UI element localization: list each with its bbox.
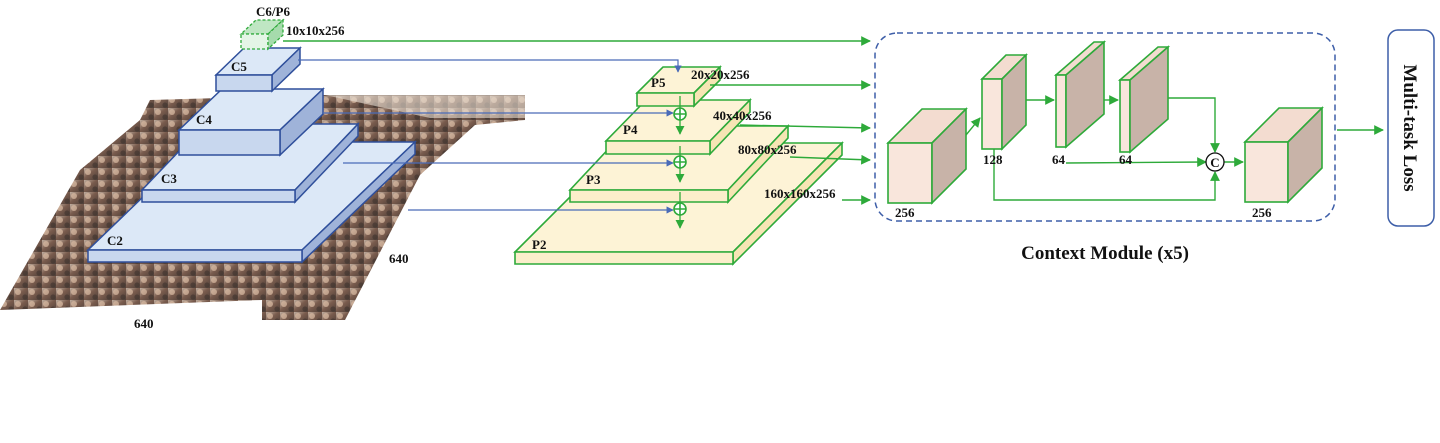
svg-text:C: C (1210, 155, 1219, 170)
label-ctx-out: 256 (1252, 205, 1272, 220)
backbone-pyramid (86, 18, 417, 264)
label-p2-size: 160x160x256 (764, 186, 836, 201)
label-p5-size: 20x20x256 (691, 67, 750, 82)
labels: C6/P6 10x10x256 C5 C4 C3 C2 640 640 P5 P… (107, 4, 1272, 331)
context-internal-arrows (965, 95, 1244, 201)
plus-circle-icon (673, 202, 687, 216)
ctx-branch-64a-cube (1053, 40, 1107, 149)
context-module-border (874, 32, 1336, 222)
label-ctx-64a: 64 (1052, 152, 1066, 167)
label-c6p6: C6/P6 (256, 4, 290, 19)
concat-circle-icon: C (1205, 152, 1225, 172)
label-c2: C2 (107, 233, 123, 248)
lateral-c5-p5 (298, 59, 682, 73)
ctx-branch-128-cube (980, 53, 1028, 151)
arrow-p4-context (739, 122, 871, 133)
plus-circle-icon (673, 155, 687, 169)
label-p4-size: 40x40x256 (713, 108, 772, 123)
label-p4: P4 (623, 122, 638, 137)
label-p5: P5 (651, 75, 666, 90)
label-c3: C3 (161, 171, 177, 186)
context-module: C (874, 32, 1336, 222)
c4-block (177, 87, 325, 157)
label-ctx-in: 256 (895, 205, 915, 220)
label-input-height: 640 (134, 316, 154, 331)
plus-circle-icon (673, 107, 687, 121)
fpn-to-context-arrows (283, 36, 871, 205)
label-p2: P2 (532, 237, 546, 252)
lateral-connections (298, 59, 682, 214)
arrow-p3-context (789, 154, 871, 165)
label-p3-size: 80x80x256 (738, 142, 797, 157)
ctx-output-cube (1243, 106, 1324, 204)
c5-block (214, 46, 302, 93)
context-module-title: Context Module (x5) (1021, 243, 1189, 264)
p4-block (604, 98, 752, 156)
multi-task-loss-box: Multi-task Loss (1387, 29, 1435, 227)
label-c4: C4 (196, 112, 212, 127)
label-p3: P3 (586, 172, 601, 187)
label-c5: C5 (231, 59, 247, 74)
ctx-input-cube (886, 107, 968, 205)
label-ctx-64b: 64 (1119, 152, 1133, 167)
ctx-branch-64b-cube (1117, 45, 1171, 154)
c6-dashed-cube (239, 18, 285, 51)
label-c6-size: 10x10x256 (286, 23, 345, 38)
label-input-width: 640 (389, 251, 409, 266)
multi-task-loss-label: Multi-task Loss (1399, 64, 1420, 191)
label-ctx-128: 128 (983, 152, 1003, 167)
